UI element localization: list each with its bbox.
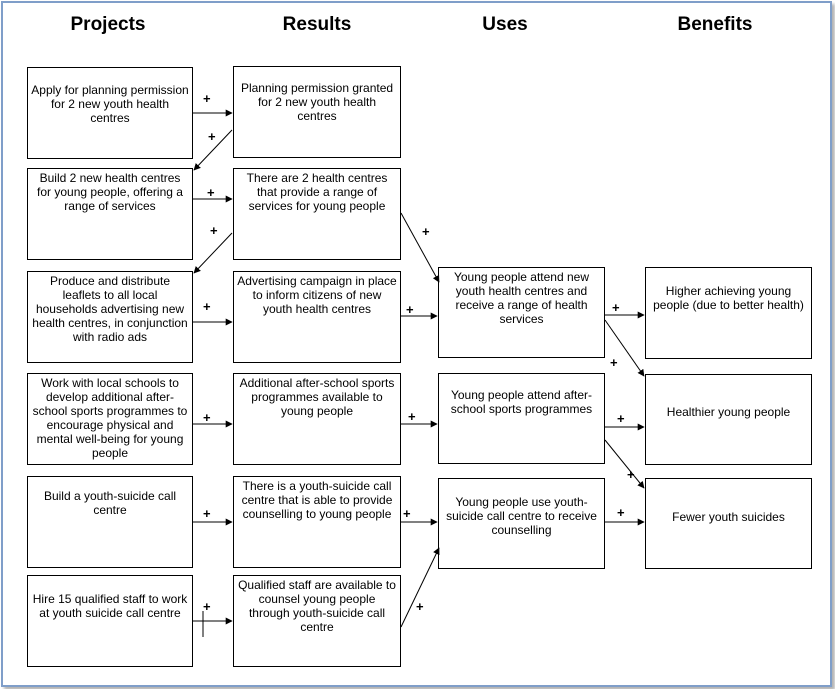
project-box-build-call-centre: Build a youth-suicide call centre	[27, 476, 193, 568]
plus-sign: +	[617, 411, 625, 426]
plus-sign: +	[610, 355, 618, 370]
use-box-sports: Young people attend after-school sports …	[438, 373, 605, 464]
header-uses: Uses	[482, 14, 528, 35]
result-box-advertising: Advertising campaign in place to inform …	[233, 271, 401, 363]
header-benefits: Benefits	[677, 14, 753, 35]
project-box-school-sports: Work with local schools to develop addit…	[27, 373, 193, 465]
use-box-health-centres: Young people attend new youth health cen…	[438, 267, 605, 358]
plus-sign: +	[403, 506, 411, 521]
result-box-staff-available: Qualified staff are available to counsel…	[233, 575, 401, 667]
result-box-permission-granted: Planning permission granted for 2 new yo…	[233, 66, 401, 158]
plus-sign: +	[612, 300, 620, 315]
plus-sign: +	[203, 299, 211, 314]
use-box-call-centre: Young people use youth-suicide call cent…	[438, 478, 605, 569]
project-box-hire-staff: Hire 15 qualified staff to work at youth…	[27, 575, 193, 667]
result-box-sports-available: Additional after-school sports programme…	[233, 373, 401, 465]
result-box-call-centre: There is a youth-suicide call centre tha…	[233, 476, 401, 568]
plus-sign: +	[203, 506, 211, 521]
plus-sign: +	[416, 599, 424, 614]
plus-sign: +	[408, 409, 416, 424]
plus-sign: +	[203, 91, 211, 106]
plus-sign: +	[207, 185, 215, 200]
plus-sign: +	[617, 505, 625, 520]
project-box-build-health-centres: Build 2 new health centres for young peo…	[27, 168, 193, 260]
header-results: Results	[282, 14, 352, 35]
plus-sign: +	[627, 467, 635, 482]
header-projects: Projects	[70, 14, 146, 35]
benefit-box-fewer-suicides: Fewer youth suicides	[645, 478, 812, 569]
plus-sign: +	[203, 410, 211, 425]
benefit-box-higher-achieving: Higher achieving young people (due to be…	[645, 267, 812, 359]
result-box-health-centres: There are 2 health centres that provide …	[233, 168, 401, 260]
project-box-leaflets: Produce and distribute leaflets to all l…	[27, 271, 193, 363]
plus-sign: +	[203, 599, 211, 614]
plus-sign: +	[406, 302, 414, 317]
benefit-box-healthier: Healthier young people	[645, 374, 812, 465]
project-box-planning-application: Apply for planning permission for 2 new …	[27, 67, 193, 159]
plus-sign: +	[422, 224, 430, 239]
plus-sign: +	[208, 129, 216, 144]
plus-sign: +	[210, 223, 218, 238]
